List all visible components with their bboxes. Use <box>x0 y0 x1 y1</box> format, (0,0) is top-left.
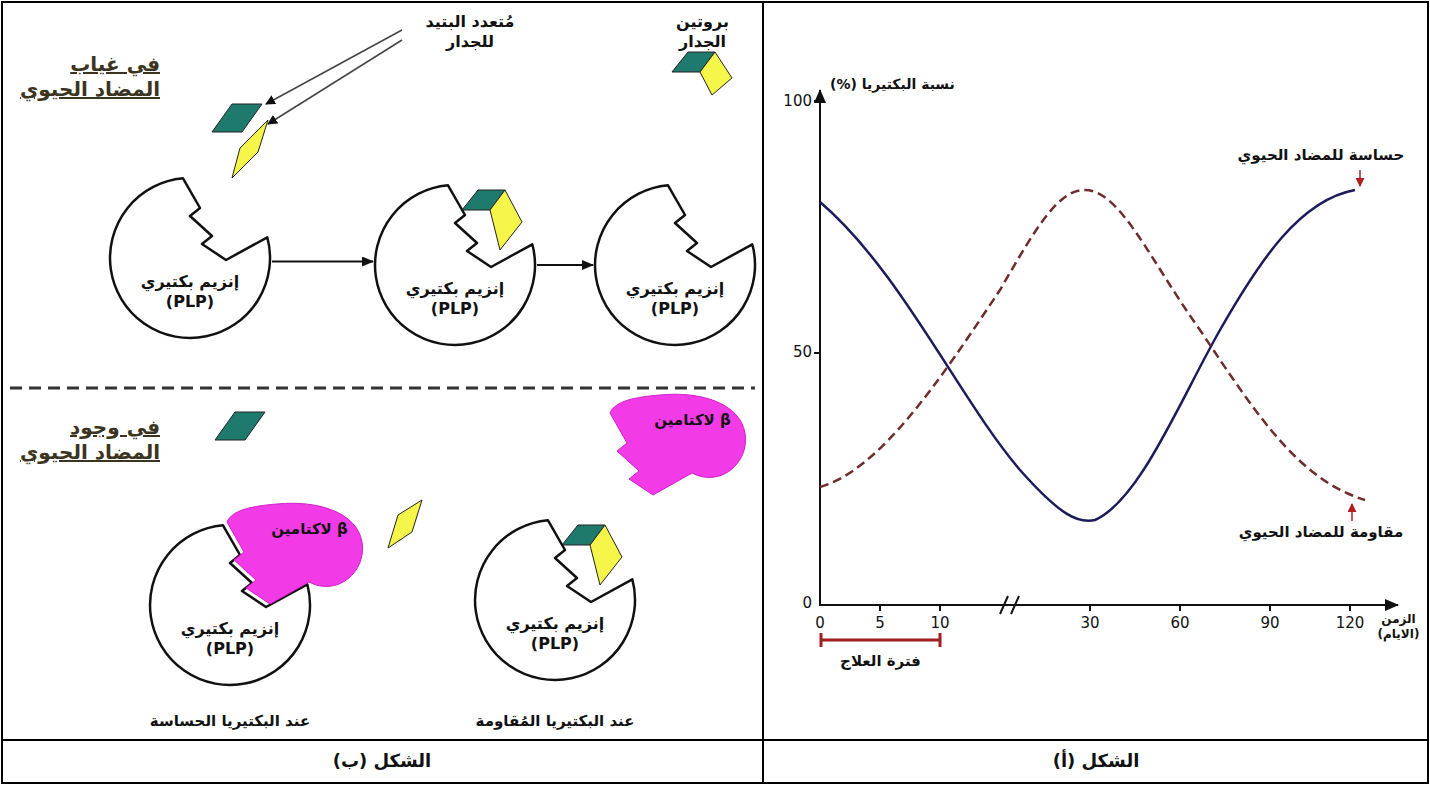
axis-tick-label: 60 <box>1162 614 1198 633</box>
enzyme-outline <box>595 185 755 345</box>
axis-tick <box>1269 605 1271 611</box>
enzyme-label: إنزيم بكتيري (PLP) <box>615 279 735 319</box>
pointer-arrow <box>1351 504 1353 521</box>
figure-caption: الشكل (ب) <box>282 750 482 773</box>
panel-heading: في وجود المضاد الحيوي <box>15 415 160 465</box>
polypeptide-teal <box>212 104 262 132</box>
axis-break <box>1000 596 1008 614</box>
axis-title: الزمن (الايام) <box>1371 612 1426 642</box>
enzyme-label: إنزيم بكتيري (PLP) <box>130 272 250 312</box>
axis-tick <box>1349 605 1351 611</box>
axis-tick-label: 30 <box>1072 614 1108 633</box>
figure-caption: الشكل (أ) <box>996 750 1196 773</box>
curve-label: مقاومة للمضاد الحيوي <box>1230 523 1412 542</box>
beta-lactamine-outline <box>610 394 746 495</box>
enzyme-label: إنزيم بكتيري (PLP) <box>395 279 515 319</box>
axis-tick <box>814 100 820 102</box>
curve-label: حساسة للمضاد الحيوي <box>1230 146 1412 165</box>
case-caption: عند البكتيريا الحساسة <box>120 712 340 731</box>
polypeptide-yellow <box>388 500 422 548</box>
beta-lactamine-outline <box>227 503 363 604</box>
bracket-label: فترة العلاج <box>820 652 941 671</box>
axis-break <box>1011 596 1019 614</box>
enzyme-label: إنزيم بكتيري (PLP) <box>170 619 290 659</box>
axis-tick-label: 0 <box>805 614 835 633</box>
leader-arrow <box>268 40 402 124</box>
node-shape <box>473 518 637 682</box>
x-axis <box>819 604 1398 606</box>
table-divider <box>762 2 764 783</box>
axis-tick <box>1089 605 1091 611</box>
bound-polypeptide-yellow <box>590 525 622 585</box>
enzyme-outline <box>110 178 270 338</box>
axis-tick <box>814 352 820 354</box>
beta-lactamine-label: β لاكتامين <box>262 520 357 539</box>
axis-tick <box>939 605 941 611</box>
sensitive-curve <box>820 190 1355 521</box>
case-caption: عند البكتيريا المُقاومة <box>445 712 665 731</box>
enzyme-circle: إنزيم بكتيري (PLP) <box>593 183 757 347</box>
axis-tick-label: 50 <box>766 343 812 362</box>
axis-tick-label: 0 <box>766 594 812 613</box>
dashed-separator <box>10 387 755 390</box>
polypeptide-yellow <box>232 120 268 178</box>
process-arrow <box>272 261 373 263</box>
axis-tick <box>1179 605 1181 611</box>
enzyme-outline <box>475 520 635 680</box>
node-shape <box>593 183 757 347</box>
enzyme-circle: إنزيم بكتيري (PLP) <box>373 183 537 347</box>
enzyme-circle: إنزيم بكتيري (PLP) <box>108 176 272 340</box>
pointer-arrow <box>1359 170 1361 186</box>
leader-arrow <box>266 30 402 104</box>
table-divider <box>2 739 1428 741</box>
process-arrow <box>537 264 593 266</box>
panel-heading: في غياب المضاد الحيوي <box>15 52 160 102</box>
enzyme-outline <box>375 185 535 345</box>
node-shape <box>108 176 272 340</box>
node-shape <box>373 183 537 347</box>
part-label: مُتعدد البتيد للجدار <box>405 12 535 52</box>
beta-lactamine-shape: β لاكتامين <box>600 393 750 523</box>
treatment-bracket <box>821 633 940 647</box>
resistant-curve <box>820 190 1365 500</box>
axis-tick <box>879 605 881 611</box>
axis-tick-label: 100 <box>766 92 812 111</box>
polypeptide-teal <box>215 412 265 440</box>
beta-lactamine-shape: β لاكتامين <box>217 502 367 632</box>
beta-lactamine-label: β لاكتامين <box>645 411 740 430</box>
enzyme-label: إنزيم بكتيري (PLP) <box>495 614 615 654</box>
enzyme-circle: إنزيم بكتيري (PLP) <box>473 518 637 682</box>
axis-tick-label: 10 <box>922 614 958 633</box>
part-label: بروتين الجدار <box>650 12 755 52</box>
y-axis <box>819 90 821 606</box>
axis-tick-label: 120 <box>1330 614 1370 633</box>
wall-protein-yellow <box>700 52 732 95</box>
axis-tick-label: 5 <box>865 614 895 633</box>
axis-tick-label: 90 <box>1252 614 1288 633</box>
axis-title: نسبة البكتيريا (%) <box>830 76 990 94</box>
bound-polypeptide-yellow <box>490 190 522 250</box>
